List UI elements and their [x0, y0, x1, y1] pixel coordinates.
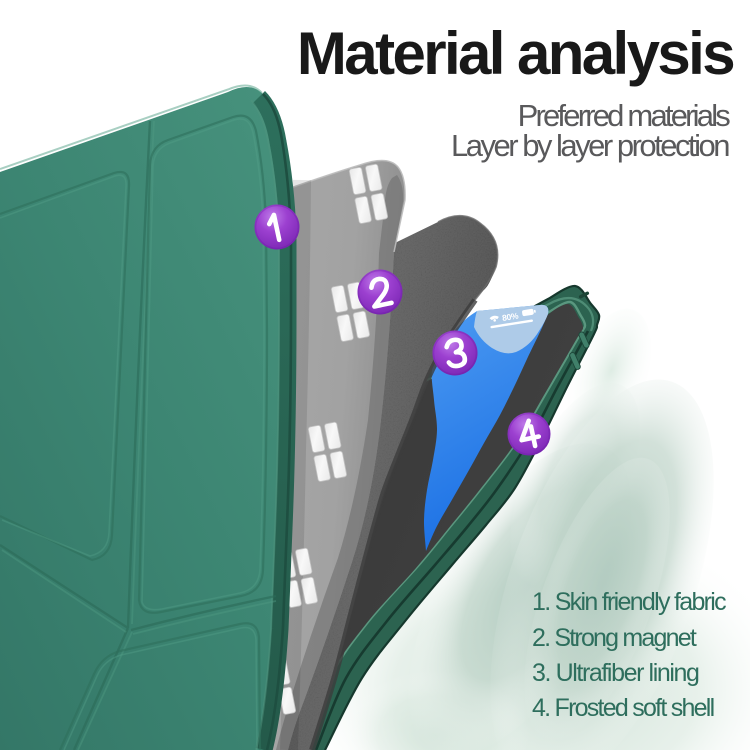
- svg-text:3. Ultrafiber lining: 3. Ultrafiber lining: [532, 659, 699, 687]
- svg-text:Material analysis: Material analysis: [297, 20, 733, 87]
- svg-text:4. Frosted soft shell: 4. Frosted soft shell: [532, 694, 714, 722]
- svg-text:Layer by layer protection: Layer by layer protection: [451, 128, 729, 163]
- svg-text:80%: 80%: [501, 310, 519, 323]
- svg-text:2. Strong magnet: 2. Strong magnet: [532, 624, 697, 652]
- svg-text:1. Skin friendly fabric: 1. Skin friendly fabric: [532, 588, 726, 616]
- svg-text:Preferred materials: Preferred materials: [518, 98, 731, 133]
